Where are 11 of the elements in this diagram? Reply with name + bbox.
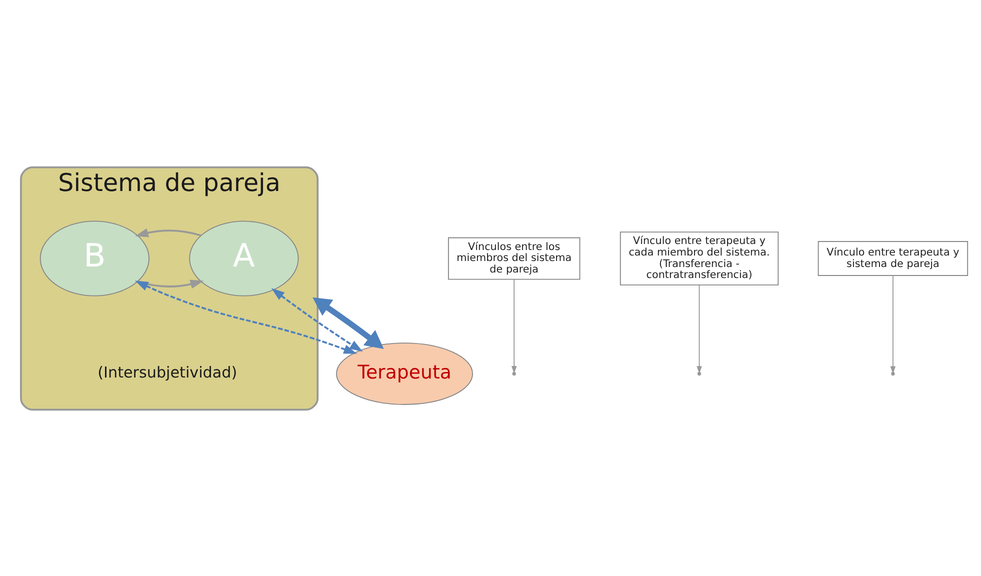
arrow	[890, 274, 896, 374]
arrow	[138, 279, 204, 288]
node-box: Vínculo entre terapeuta y sistema de pareja	[818, 240, 968, 276]
arrow	[696, 284, 702, 374]
arrow	[134, 280, 357, 354]
node-box: Vínculos entre los miembros del sistema de pareja	[448, 236, 580, 280]
arrow	[312, 296, 384, 348]
arrow	[271, 288, 363, 352]
arrow	[511, 278, 517, 374]
node-box: Vínculo entre terapeuta y cada miembro del sistema. (Transferencia - contratransferencia)	[620, 231, 779, 285]
arrow	[135, 228, 202, 237]
